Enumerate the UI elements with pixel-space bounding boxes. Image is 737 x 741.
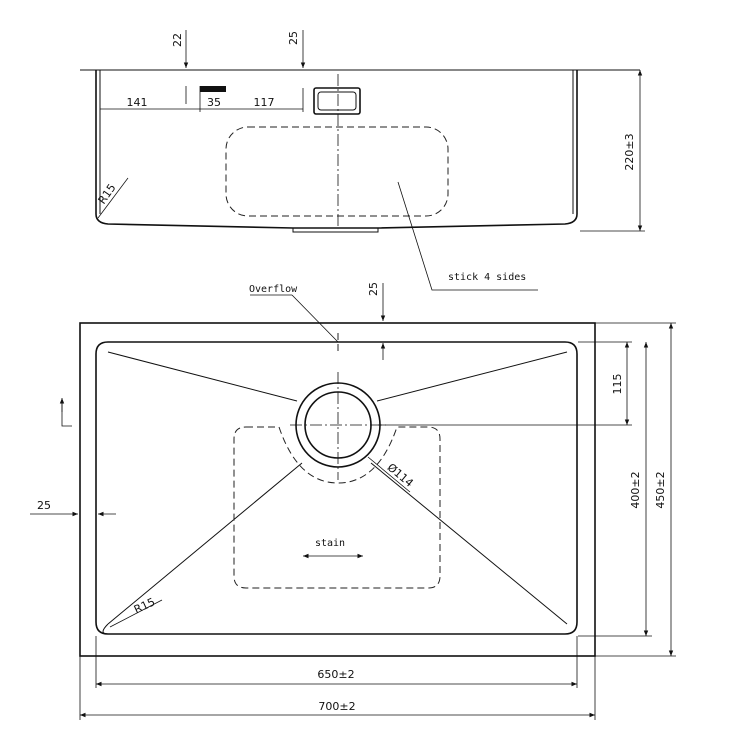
fold-line-bottom-right — [370, 462, 568, 625]
dim-650-label: 650±2 — [317, 668, 354, 681]
top-view: Overflow 25 115 400±2 450±2 25 Ø114 R15 — [30, 282, 676, 720]
side-r15-label: R15 — [96, 181, 119, 206]
dim-22-label: 22 — [171, 33, 184, 47]
side-dashed-bowl — [225, 126, 449, 217]
top-inner-bowl — [95, 341, 578, 635]
stick-leader — [397, 181, 538, 291]
overflow-leader — [291, 294, 339, 343]
side-drain-stub — [292, 227, 379, 233]
drain-dia-leader — [367, 456, 411, 493]
dim-115-label: 115 — [611, 374, 624, 395]
side-r15-leader — [97, 177, 129, 219]
section-marker — [61, 400, 72, 427]
stain-label: stain — [315, 538, 345, 549]
r15-leader — [109, 599, 163, 628]
overflow-label: Overflow — [249, 284, 298, 295]
side-overflow-slot — [313, 87, 361, 115]
r15-label: R15 — [132, 595, 157, 616]
dim-700-label: 700±2 — [318, 700, 355, 713]
tap-hole-marker — [200, 86, 226, 92]
dim-400-label: 400±2 — [629, 471, 642, 508]
fold-line-top-left — [107, 351, 298, 402]
top-outer-flange — [79, 322, 596, 657]
fold-line-top-right — [376, 351, 568, 402]
dim-25-side-label: 25 — [287, 31, 300, 45]
side-view: 22 25 141 35 117 R15 220±3 stick 4 sides — [80, 30, 645, 291]
side-overflow-slot-inner — [317, 91, 357, 111]
dim-117-label: 117 — [254, 96, 275, 109]
dim-25-left-label: 25 — [37, 499, 51, 512]
dim-141-label: 141 — [127, 96, 148, 109]
side-body-outline — [95, 70, 578, 229]
stick-note: stick 4 sides — [448, 272, 526, 283]
drain-platform-dashed — [233, 426, 441, 589]
dim-450-label: 450±2 — [654, 471, 667, 508]
fold-line-bottom-left — [107, 462, 303, 625]
dim-35-label: 35 — [207, 96, 221, 109]
dim-25-top-label: 25 — [367, 282, 380, 296]
corner-r15-arc — [102, 623, 109, 635]
dim-220-label: 220±3 — [623, 133, 636, 170]
